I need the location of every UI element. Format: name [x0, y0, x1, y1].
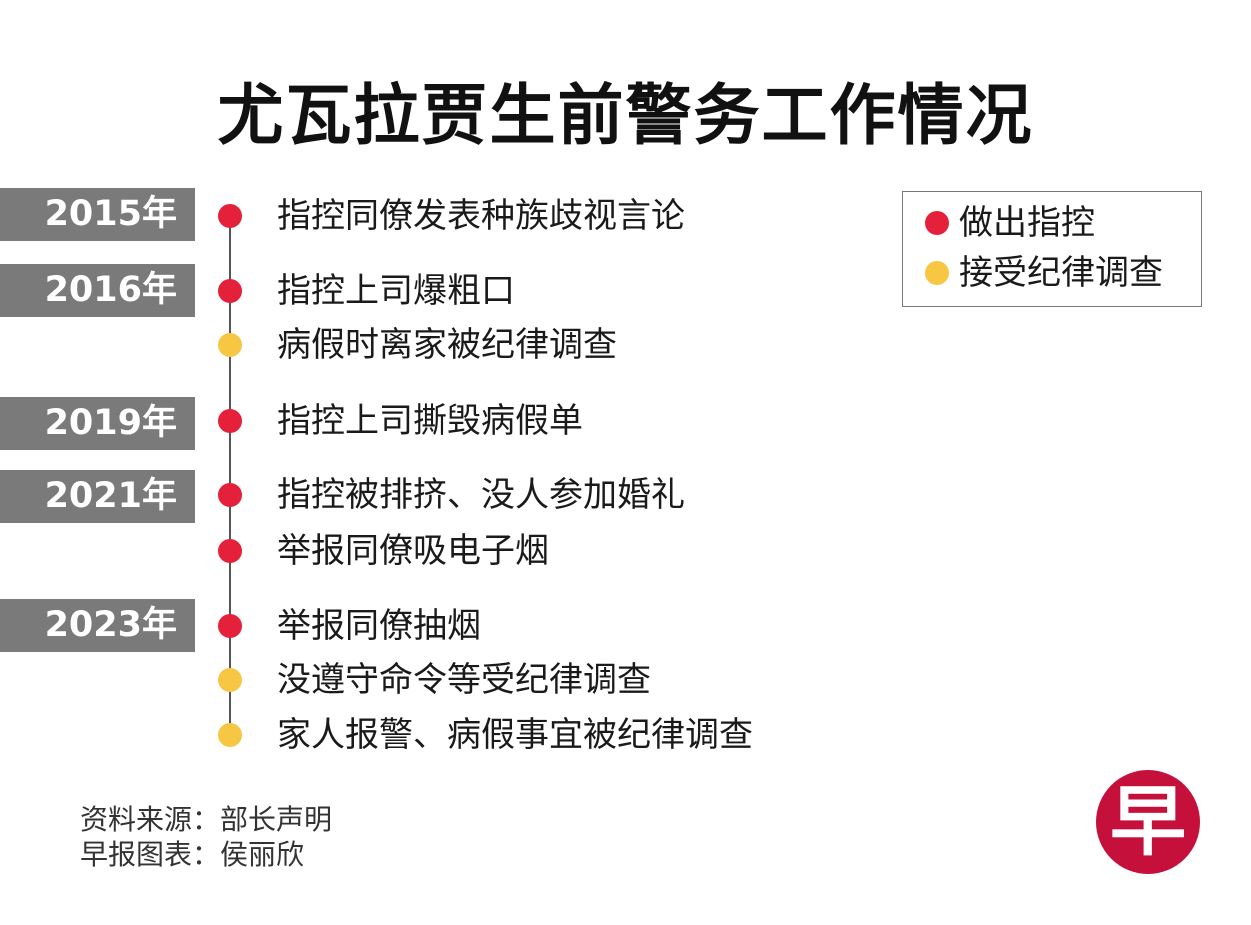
timeline-event: 举报同僚吸电子烟: [277, 531, 549, 571]
legend-accusation: 做出指控: [959, 203, 1095, 243]
credit-note: 早报图表：侯丽欣: [80, 838, 305, 871]
source-note: 资料来源：部长声明: [80, 803, 333, 836]
timeline-event: 指控同僚发表种族歧视言论: [277, 196, 685, 236]
legend-investigation: 接受纪律调查: [959, 253, 1163, 293]
red-dot-icon: [218, 204, 242, 228]
timeline-event: 指控上司撕毁病假单: [277, 401, 583, 441]
year-label-2016: 2016年: [0, 264, 195, 317]
year-label-2023: 2023年: [0, 599, 195, 652]
legend: 做出指控 接受纪律调查: [902, 191, 1202, 307]
yellow-dot-icon: [218, 333, 242, 357]
red-dot-icon: [218, 409, 242, 433]
red-dot-icon: [218, 279, 242, 303]
timeline-event: 指控被排挤、没人参加婚礼: [277, 475, 685, 515]
timeline-event: 指控上司爆粗口: [277, 271, 515, 311]
yellow-dot-icon: [925, 261, 949, 285]
page-title: 尤瓦拉贾生前警务工作情况: [217, 77, 1034, 154]
red-dot-icon: [218, 483, 242, 507]
yellow-dot-icon: [218, 668, 242, 692]
zaobao-logo: 早: [1096, 770, 1200, 874]
yellow-dot-icon: [218, 723, 242, 747]
year-label-2015: 2015年: [0, 188, 195, 241]
timeline-event: 病假时离家被纪律调查: [277, 325, 617, 365]
red-dot-icon: [218, 539, 242, 563]
year-label-2021: 2021年: [0, 470, 195, 523]
timeline-event: 举报同僚抽烟: [277, 606, 481, 646]
timeline-line: [229, 216, 231, 735]
year-label-2019: 2019年: [0, 397, 195, 450]
timeline-event: 没遵守命令等受纪律调查: [277, 660, 651, 700]
red-dot-icon: [925, 211, 949, 235]
red-dot-icon: [218, 614, 242, 638]
timeline-event: 家人报警、病假事宜被纪律调查: [277, 715, 753, 755]
